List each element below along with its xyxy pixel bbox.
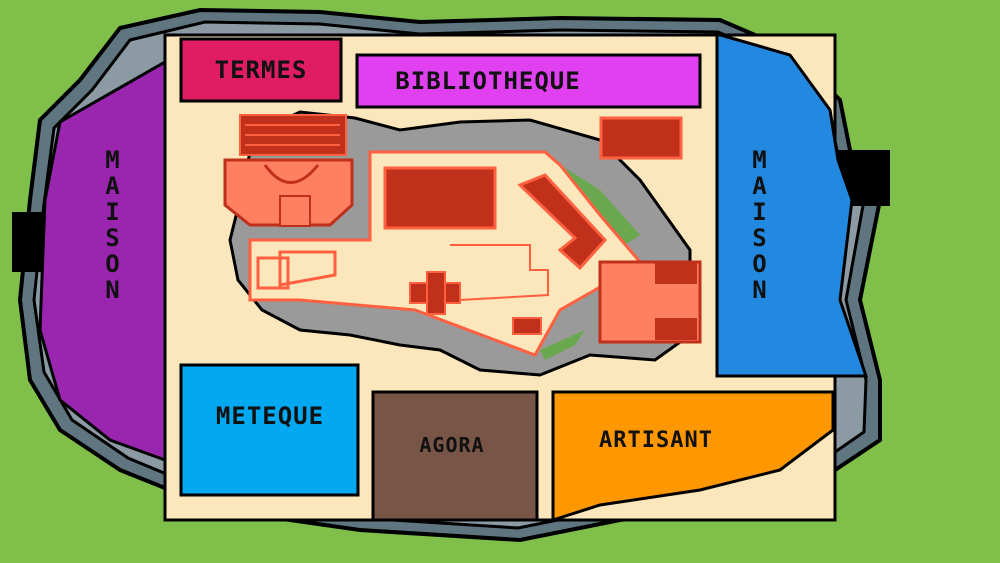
maison-west-letter: S bbox=[105, 224, 120, 252]
district-termes-area bbox=[179, 37, 343, 103]
district-agora-area bbox=[371, 390, 539, 522]
stoa-diagonal bbox=[517, 173, 608, 271]
temple-central bbox=[383, 166, 497, 230]
district-artisant-area bbox=[551, 390, 835, 523]
maison-west-letter: A bbox=[105, 172, 120, 200]
maison-east-letter: M bbox=[752, 146, 767, 174]
maison-east-letter: S bbox=[752, 224, 767, 252]
sanctuary-path bbox=[450, 244, 549, 301]
district-termes-label: TERMES bbox=[215, 56, 308, 84]
district-artisant[interactable]: ARTISANT bbox=[551, 390, 835, 523]
maison-east-letter: A bbox=[752, 172, 767, 200]
maison-east-letter: I bbox=[752, 198, 767, 226]
district-agora[interactable]: AGORA bbox=[371, 390, 539, 522]
maison-west-letter: I bbox=[105, 198, 120, 226]
district-termes[interactable]: TERMES bbox=[179, 37, 343, 103]
maison-west-letter: N bbox=[105, 276, 120, 304]
erechtheion-outline bbox=[278, 250, 337, 287]
vegetation-south bbox=[540, 330, 585, 360]
district-meteque[interactable]: METEQUE bbox=[179, 363, 360, 497]
maison-east-letter: N bbox=[752, 276, 767, 304]
district-maison-east[interactable] bbox=[715, 32, 869, 378]
monument-small bbox=[512, 317, 542, 335]
maison-west-letter: M bbox=[105, 146, 120, 174]
maison-east-letter: O bbox=[752, 250, 767, 278]
theatre-monument bbox=[223, 114, 354, 227]
district-meteque-label: METEQUE bbox=[216, 402, 324, 430]
monument-cross bbox=[409, 271, 461, 315]
maison-west-letter: O bbox=[105, 250, 120, 278]
temple-northeast bbox=[599, 116, 683, 160]
propylaea bbox=[598, 260, 702, 344]
altar-west bbox=[256, 256, 290, 290]
district-agora-label: AGORA bbox=[419, 433, 484, 457]
district-bibliotheque-area bbox=[355, 53, 702, 109]
district-bibliotheque[interactable]: BIBLIOTHEQUE bbox=[355, 53, 702, 109]
district-bibliotheque-label: BIBLIOTHEQUE bbox=[395, 67, 580, 95]
district-maison-east-area bbox=[715, 32, 869, 378]
district-artisant-label: ARTISANT bbox=[599, 428, 713, 453]
district-maison-west-area bbox=[38, 59, 167, 463]
district-meteque-area bbox=[179, 363, 360, 497]
district-maison-west[interactable] bbox=[38, 59, 167, 463]
